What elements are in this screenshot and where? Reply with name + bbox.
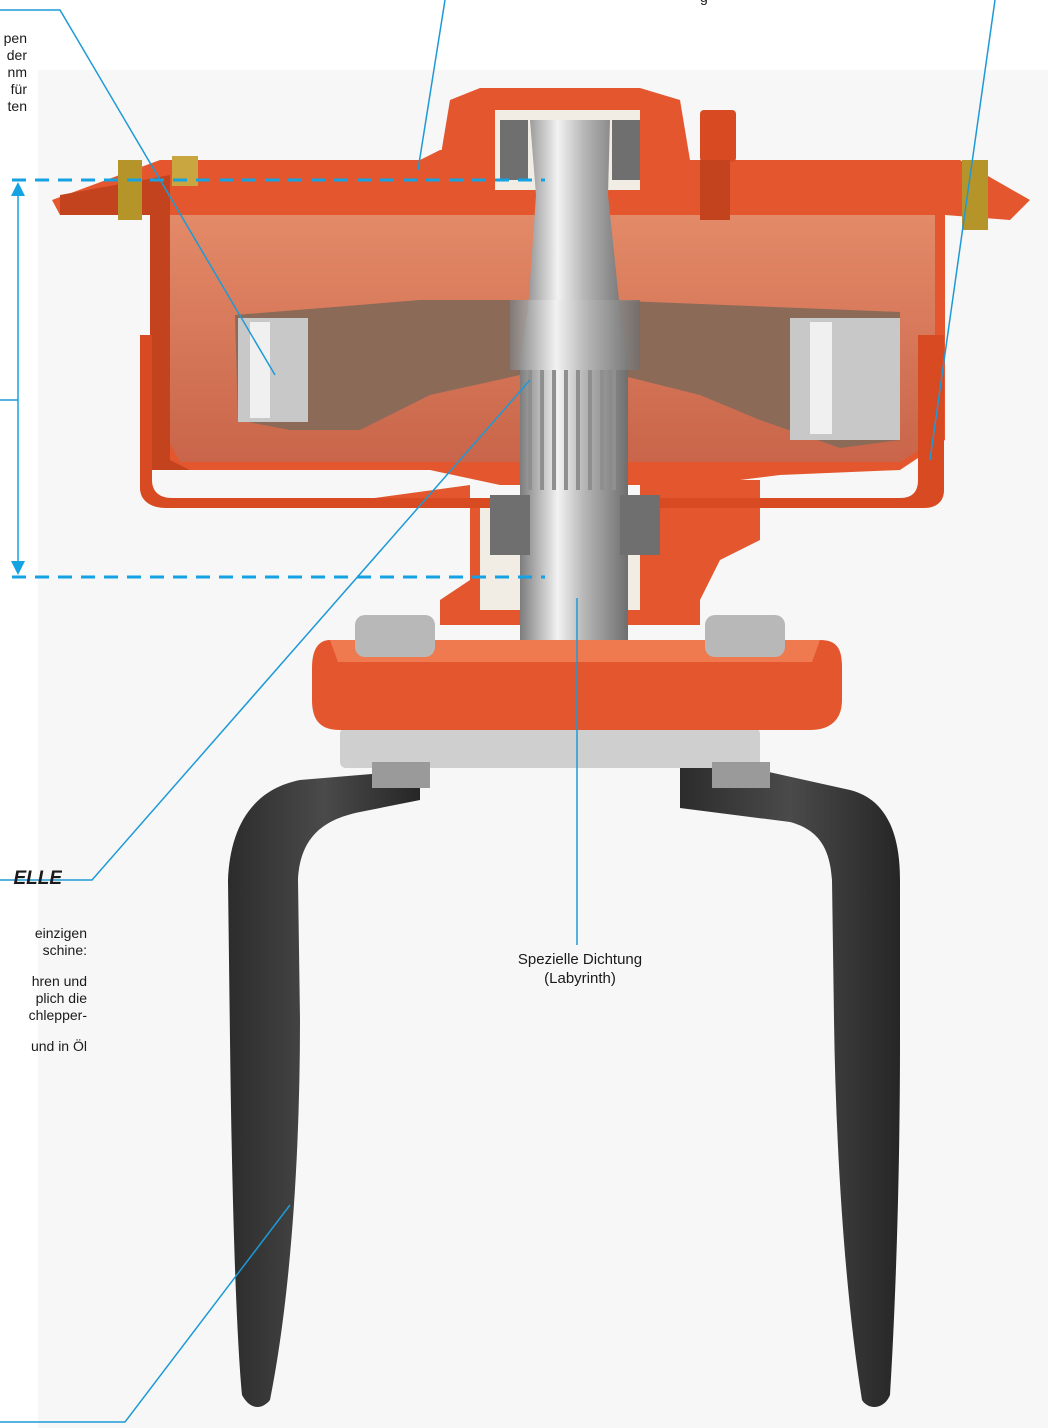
text-line: hren und [31,973,87,989]
drive-shaft [490,120,660,640]
text-gap [0,1024,87,1038]
body-text: einzigen schine: hren und plich die chle… [0,925,87,1055]
tine-left [228,735,420,1407]
top-callout-text: pen der nm für ten [0,30,27,115]
text-line: und in Öl [30,1038,87,1054]
text-line: für [10,81,27,97]
text-line: chlepper- [28,1007,87,1023]
section-heading: ELLE [13,868,62,889]
text-line: plich die [35,990,87,1006]
height-arrowheads [11,182,25,575]
tine-mounting-plate [340,728,760,768]
text-line: ten [7,98,27,114]
text-line: schine: [42,942,87,958]
callout-lines [0,0,996,1423]
text-line: nm [7,64,27,80]
text-line: der [6,47,27,63]
top-cut-text: g [700,0,708,6]
seal-label: Spezielle Dichtung (Labyrinth) [460,950,700,988]
seal-label-line: Spezielle Dichtung [517,951,643,968]
text-line: einzigen [34,925,87,941]
tine-right [680,735,900,1407]
height-markers [12,178,545,579]
text-gap [0,959,87,973]
text-line: pen [3,30,27,46]
seal-label-line: (Labyrinth) [544,970,616,987]
